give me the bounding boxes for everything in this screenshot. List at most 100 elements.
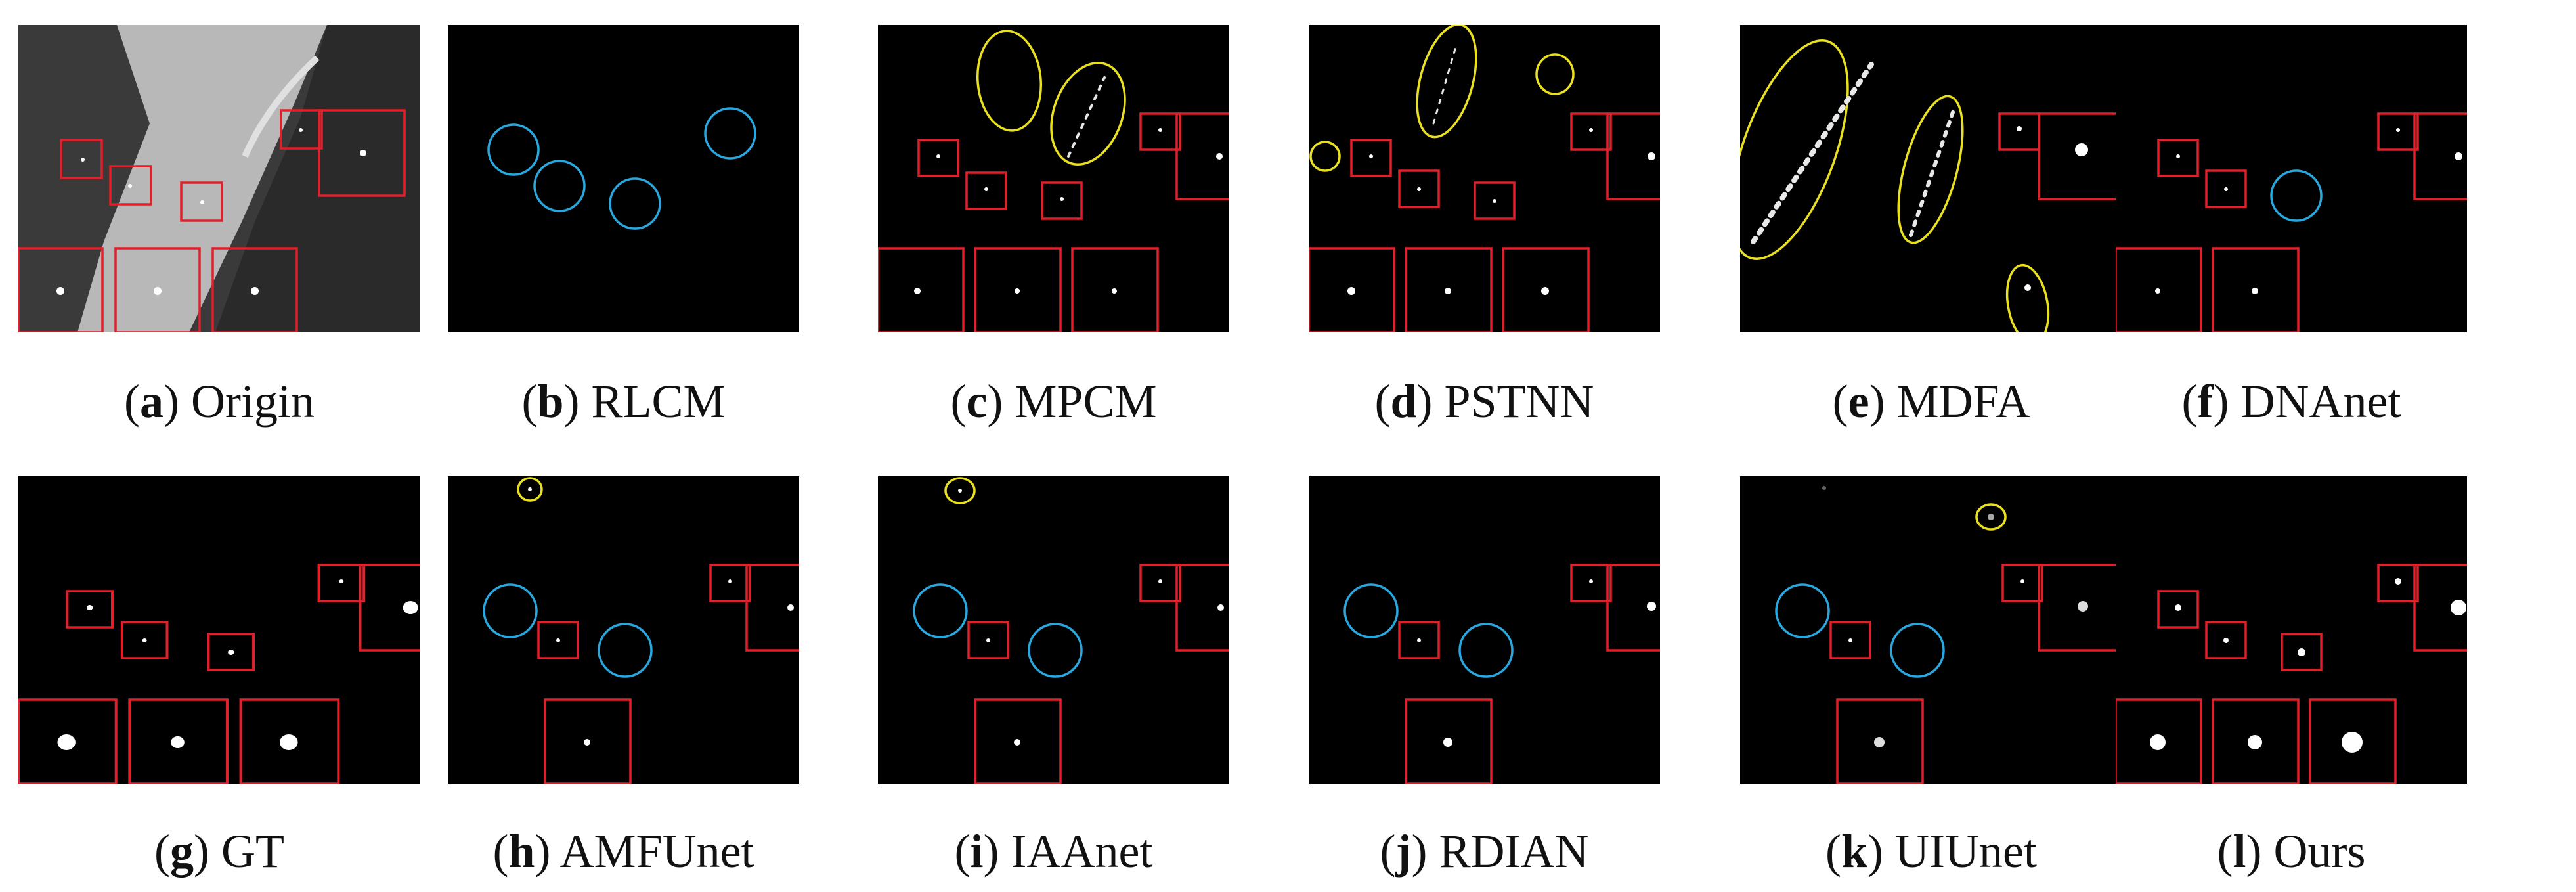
target-blob — [57, 734, 76, 750]
method-name: MPCM — [1015, 375, 1157, 428]
false-alarm-ellipse — [517, 477, 543, 502]
panel-caption: (b) RLCM — [521, 375, 726, 428]
target-box — [917, 139, 959, 177]
result-image — [1740, 476, 2122, 784]
false-alarm-ellipse — [1050, 61, 1126, 166]
inset-box — [128, 698, 229, 784]
target-blob — [2342, 732, 2363, 753]
result-image — [1740, 25, 2122, 332]
inset-box — [878, 247, 965, 332]
target-blob — [360, 150, 366, 156]
target-box — [709, 564, 751, 602]
result-image — [878, 476, 1229, 784]
target-blob — [339, 579, 344, 583]
method-name: UIUnet — [1895, 825, 2037, 878]
missed-circle — [533, 160, 586, 212]
missed-circle — [609, 177, 661, 230]
inset-box — [18, 247, 104, 332]
target-blob — [1217, 604, 1224, 611]
target-blob — [528, 487, 532, 491]
panel-letter: i — [970, 825, 984, 878]
result-image — [2116, 25, 2467, 332]
inset-box — [1405, 698, 1493, 784]
target-box — [2157, 139, 2199, 177]
target-box — [2205, 621, 2247, 659]
inset-box — [211, 247, 298, 332]
target-blob — [128, 184, 132, 188]
method-name: Ours — [2273, 825, 2366, 878]
clutter-streak — [1751, 62, 1874, 244]
inset-box — [1175, 564, 1229, 652]
target-blob — [2455, 152, 2462, 160]
target-blob — [2224, 187, 2228, 191]
method-name: DNAnet — [2240, 375, 2401, 428]
target-blob — [2176, 154, 2180, 158]
method-name: MDFA — [1896, 375, 2030, 428]
missed-circle — [704, 107, 756, 160]
inset-box — [318, 109, 406, 197]
target-blob — [1014, 739, 1020, 746]
target-blob — [2020, 579, 2024, 583]
target-box — [280, 109, 323, 150]
target-box — [1570, 564, 1612, 602]
result-image — [448, 476, 799, 784]
target-blob — [154, 287, 162, 295]
target-box — [2205, 169, 2247, 208]
target-blob — [1647, 602, 1656, 611]
inset-box — [1502, 247, 1590, 332]
target-box — [965, 171, 1007, 210]
inset-box — [239, 698, 340, 784]
method-name: Origin — [190, 375, 315, 428]
target-blob — [728, 579, 732, 583]
target-blob — [1369, 154, 1373, 158]
inset-box — [1071, 247, 1159, 332]
target-blob — [986, 638, 990, 642]
target-blob — [2150, 734, 2166, 750]
target-box — [1398, 169, 1440, 208]
result-image — [878, 25, 1229, 332]
target-blob — [1060, 197, 1064, 201]
target-blob — [2075, 143, 2088, 156]
target-box — [120, 621, 169, 659]
inset-box — [2038, 564, 2122, 652]
method-name: AMFUnet — [559, 825, 754, 878]
panel-letter: c — [966, 375, 988, 428]
target-blob — [280, 734, 298, 750]
panel-caption: (g) GT — [154, 825, 284, 878]
panel-letter: l — [2233, 825, 2246, 878]
target-blob — [1541, 287, 1549, 295]
inset-box — [2413, 112, 2467, 200]
target-blob — [2175, 604, 2181, 611]
result-image — [18, 25, 420, 332]
missed-circle — [913, 583, 968, 638]
panel-caption: (d) PSTNN — [1374, 375, 1594, 428]
target-blob — [56, 287, 64, 295]
target-box — [2281, 633, 2323, 671]
target-box — [2001, 564, 2043, 602]
inset-box — [2212, 247, 2300, 332]
inset-box — [1405, 247, 1493, 332]
panel-letter: j — [1395, 825, 1412, 878]
target-blob — [200, 200, 204, 204]
panel-letter: f — [2197, 375, 2214, 428]
panel-caption: (e) MDFA — [1832, 375, 2030, 428]
target-blob — [936, 154, 940, 158]
target-box — [1139, 564, 1181, 602]
inset-box — [2212, 698, 2300, 784]
target-blob — [251, 287, 259, 295]
target-blob — [1112, 288, 1117, 294]
false-alarm-ellipse — [1975, 503, 2007, 531]
method-name: RDIAN — [1439, 825, 1589, 878]
false-alarm-ellipse — [976, 30, 1043, 132]
inset-box — [1309, 247, 1395, 332]
target-box — [1139, 112, 1181, 151]
target-blob — [1158, 579, 1162, 583]
target-box — [180, 181, 223, 222]
panel-caption: (j) RDIAN — [1380, 825, 1589, 878]
missed-circle — [598, 623, 653, 678]
method-name: GT — [221, 825, 284, 878]
false-alarm-ellipse — [2005, 263, 2050, 332]
missed-circle — [1028, 623, 1083, 678]
inset-box — [2309, 698, 2397, 784]
